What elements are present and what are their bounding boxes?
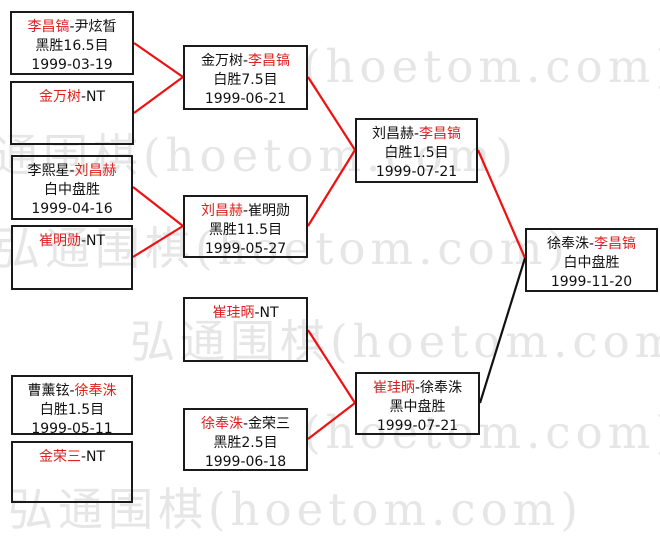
connector-r1m2-to-r2m1	[133, 76, 184, 114]
player-separator: -	[242, 416, 249, 432]
player-separator: -	[254, 305, 260, 321]
match-players: 金荣三-NT	[13, 448, 131, 467]
player-name: 崔珪昞	[212, 305, 255, 321]
player-separator: -	[80, 89, 87, 105]
match-box-r1m5[interactable]: 曹薰铉-徐奉洙 白胜1.5目 1999-05-11	[11, 375, 133, 437]
match-box-sf2[interactable]: 崔珪昞-徐奉洙 黑中盘胜 1999-07-21	[355, 372, 480, 435]
bracket-connectors	[132, 42, 527, 440]
player-name: 金万树	[200, 53, 243, 69]
match-box-r2m4[interactable]: 徐奉洙-金荣三 黑胜2.5目 1999-06-18	[183, 408, 308, 471]
connector-r2m3-to-sf2	[307, 329, 356, 404]
match-result: 黑中盘胜	[389, 399, 446, 415]
player-name: 李昌镐	[27, 19, 70, 35]
player-name: 李昌镐	[594, 236, 637, 252]
match-date: 1999-06-21	[204, 91, 287, 107]
connector-r1m4-to-r2m2	[132, 225, 184, 258]
match-date: 1999-05-11	[31, 421, 113, 437]
match-box-r2m1[interactable]: 金万树-李昌镐 白胜7.5目 1999-06-21	[183, 45, 308, 110]
player-name: 刘昌赫	[74, 163, 117, 179]
player-name: 徐奉洙	[200, 416, 243, 432]
player-separator: -	[80, 449, 87, 465]
match-result: 白中盘胜	[44, 182, 100, 198]
connector-r2m1-to-sf1	[307, 76, 356, 151]
match-result: 白胜1.5目	[384, 145, 449, 161]
player-name: NT	[259, 305, 279, 321]
match-box-r1m3[interactable]: 李熙星-刘昌赫 白中盘胜 1999-04-16	[11, 155, 133, 220]
match-box-r1m1[interactable]: 李昌镐-尹炫晳 黑胜16.5目 1999-03-19	[10, 11, 134, 75]
player-name: 金荣三	[248, 416, 291, 432]
match-date: 1999-07-21	[375, 164, 458, 180]
connector-r2m4-to-sf2	[307, 402, 356, 440]
match-date: 1999-03-19	[31, 57, 113, 73]
match-box-r1m6[interactable]: 金荣三-NT	[11, 441, 133, 503]
match-players: 金万树-NT	[12, 88, 132, 107]
match-result: 黑胜16.5目	[35, 38, 109, 54]
match-date: 1999-04-16	[31, 201, 113, 217]
player-name: 李熙星	[27, 163, 70, 179]
match-players: 崔明勋-NT	[13, 232, 131, 251]
player-separator: -	[69, 19, 75, 35]
match-players: 崔珪昞-徐奉洙	[357, 379, 478, 398]
match-result: 白胜1.5目	[39, 402, 105, 418]
player-name: 崔明勋	[38, 233, 81, 249]
connector-r2m2-to-sf1	[307, 149, 356, 227]
player-separator: -	[242, 203, 249, 219]
player-separator: -	[69, 163, 75, 179]
player-separator: -	[69, 383, 75, 399]
match-players: 崔珪昞-NT	[185, 304, 306, 323]
match-result: 黑胜2.5目	[213, 435, 278, 451]
match-date: 1999-06-18	[204, 454, 287, 470]
match-date: 1999-05-27	[204, 241, 287, 257]
match-box-r2m3[interactable]: 崔珪昞-NT	[183, 297, 308, 362]
match-result: 黑胜11.5目	[208, 222, 283, 238]
player-separator: -	[588, 236, 595, 252]
player-separator: -	[80, 233, 87, 249]
match-box-r2m2[interactable]: 刘昌赫-崔明勋 黑胜11.5目 1999-05-27	[183, 195, 308, 258]
match-players: 李熙星-刘昌赫	[13, 162, 131, 181]
match-players: 金万树-李昌镐	[185, 52, 306, 71]
match-players: 李昌镐-尹炫晳	[12, 18, 132, 37]
player-name: 曹薰铉	[27, 383, 70, 399]
player-name: 李昌镐	[248, 53, 291, 69]
player-name: 刘昌赫	[200, 203, 243, 219]
match-players: 徐奉洙-李昌镐	[527, 235, 656, 254]
match-box-r1m4[interactable]: 崔明勋-NT	[11, 225, 133, 290]
connector-r1m1-to-r2m1	[133, 42, 184, 78]
match-date: 1999-11-20	[550, 274, 633, 290]
match-players: 刘昌赫-李昌镐	[357, 125, 476, 144]
player-name: 徐奉洙	[420, 380, 463, 396]
player-name: 徐奉洙	[74, 383, 117, 399]
connector-r1m3-to-r2m2	[132, 186, 184, 227]
player-name: NT	[86, 233, 106, 249]
match-box-sf1[interactable]: 刘昌赫-李昌镐 白胜1.5目 1999-07-21	[355, 118, 478, 183]
player-name: NT	[86, 449, 106, 465]
player-separator: -	[242, 53, 249, 69]
connector-sf2-to-final	[478, 257, 527, 404]
player-name: 李昌镐	[419, 126, 462, 142]
player-name: NT	[86, 89, 106, 105]
player-name: 崔珪昞	[372, 380, 415, 396]
match-players: 刘昌赫-崔明勋	[185, 202, 306, 221]
player-separator: -	[413, 126, 420, 142]
player-name: 尹炫晳	[74, 19, 117, 35]
tournament-bracket-diagram: (hoetom.com) 弘通围棋(hoetom.com) 弘通围棋(hoeto…	[0, 11, 660, 532]
player-name: 金万树	[38, 89, 81, 105]
player-name: 徐奉洙	[546, 236, 589, 252]
match-box-r1m2[interactable]: 金万树-NT	[10, 81, 134, 145]
match-box-final[interactable]: 徐奉洙-李昌镐 白中盘胜 1999-11-20	[525, 228, 658, 292]
connector-sf1-to-final	[476, 149, 527, 259]
player-separator: -	[414, 380, 421, 396]
player-name: 金荣三	[38, 449, 81, 465]
player-name: 崔明勋	[248, 203, 291, 219]
match-result: 白胜7.5目	[213, 72, 278, 88]
player-name: 刘昌赫	[371, 126, 414, 142]
match-players: 徐奉洙-金荣三	[185, 415, 306, 434]
match-result: 白中盘胜	[563, 255, 620, 271]
match-players: 曹薰铉-徐奉洙	[13, 382, 131, 401]
match-date: 1999-07-21	[376, 418, 459, 434]
